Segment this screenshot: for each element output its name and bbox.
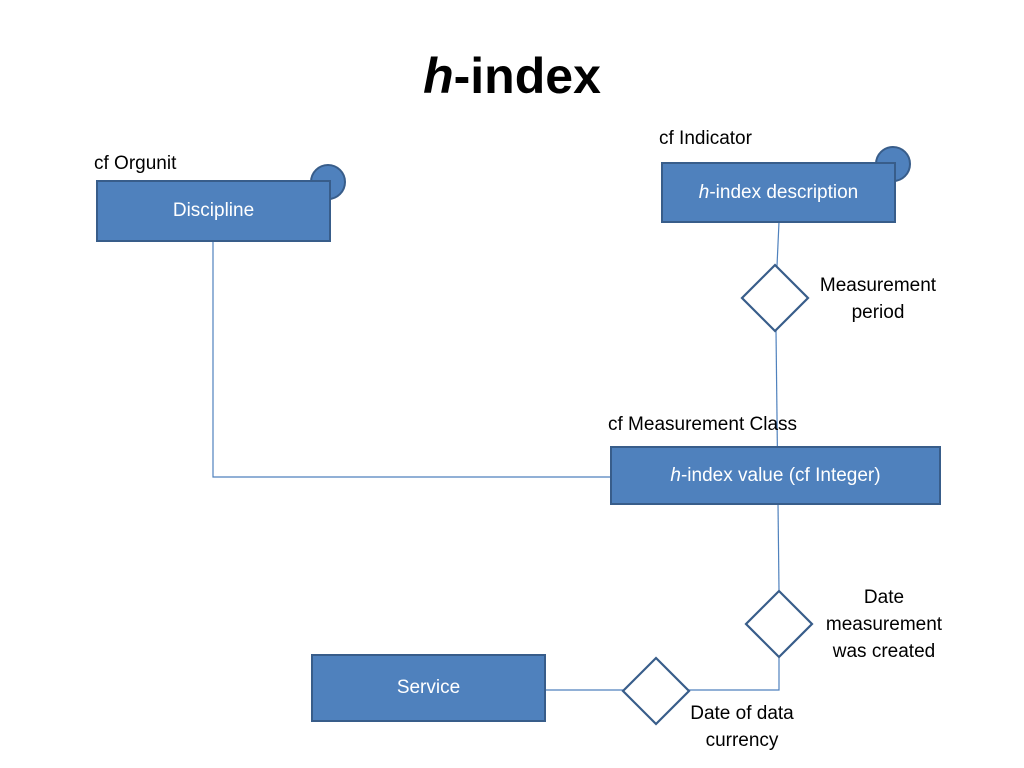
title-suffix: -index — [453, 48, 601, 104]
connector-description-period — [776, 221, 780, 267]
description-italic-h: h — [698, 181, 710, 203]
annotation-cf-orgunit: cf Orgunit — [94, 153, 177, 174]
entity-discipline-label: Discipline — [172, 200, 255, 221]
entity-h-index-description: h-index description — [661, 162, 896, 223]
date-created-line1: Date — [863, 587, 905, 608]
entity-discipline: Discipline — [96, 180, 331, 242]
title-italic-h: h — [423, 48, 454, 104]
connector-discipline-value — [212, 242, 611, 478]
connector-created-service — [688, 658, 780, 691]
measurement-period-line1: Measurement — [819, 275, 937, 296]
entity-description-label: h-index description — [699, 182, 859, 204]
entity-service: Service — [311, 654, 546, 722]
entity-service-label: Service — [396, 677, 461, 698]
value-italic-h: h — [670, 464, 681, 486]
date-currency-line2: currency — [705, 730, 779, 751]
value-suffix: -index value (cf Integer) — [680, 464, 881, 486]
annotation-cf-indicator: cf Indicator — [659, 128, 752, 149]
relation-diamond-date-currency — [621, 656, 691, 726]
relation-label-measurement-period: Measurement period — [808, 272, 948, 326]
relation-label-date-created: Date measurement was created — [814, 584, 954, 665]
description-suffix: -index description — [709, 181, 859, 203]
date-currency-line1: Date of data — [690, 703, 794, 724]
measurement-period-line2: period — [851, 302, 905, 323]
date-created-line3: was created — [832, 641, 936, 662]
annotation-cf-measurement-class: cf Measurement Class — [608, 414, 798, 435]
entity-h-index-value: h-index value (cf Integer) — [610, 446, 941, 505]
date-created-line2: measurement — [825, 614, 943, 635]
page-title: h-index — [0, 40, 1024, 112]
relation-label-date-currency: Date of data currency — [672, 700, 812, 754]
relation-diamond-date-created — [744, 589, 814, 659]
relation-diamond-measurement-period — [740, 263, 810, 333]
entity-value-label: h-index value (cf Integer) — [670, 465, 880, 487]
